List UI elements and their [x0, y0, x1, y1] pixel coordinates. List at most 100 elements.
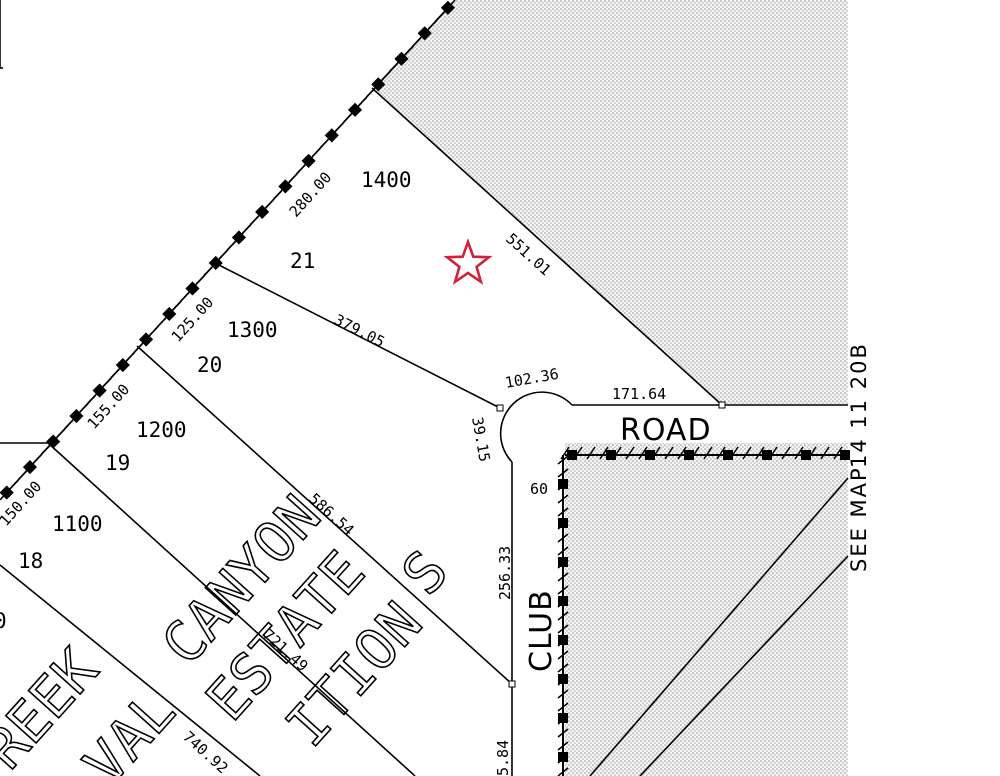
- parcel-number-1300: 1300: [227, 318, 278, 342]
- fence-square: [567, 450, 577, 460]
- lot-number-20: 20: [197, 353, 222, 377]
- dim-171: 171.64: [612, 385, 666, 403]
- map-reference-number: 14 11 20B: [847, 342, 871, 468]
- fence-tick: [381, 71, 391, 81]
- fence-diamond: [278, 179, 293, 194]
- fence-hatch: [557, 611, 569, 621]
- monument-marker-3: [508, 680, 516, 688]
- parcel-number-partial: 0: [0, 609, 7, 633]
- fence-tick: [9, 479, 20, 489]
- fence-diamond: [69, 408, 84, 424]
- fence-hatch: [833, 446, 843, 460]
- fence-hatch: [557, 741, 569, 751]
- fence-tick: [288, 173, 298, 183]
- dim-125: 125.00: [168, 293, 218, 345]
- fence-tick: [249, 215, 259, 225]
- fence-tick: [242, 224, 252, 234]
- map-reference-see-map: SEE MAP: [847, 466, 871, 572]
- fence-tick: [79, 403, 89, 413]
- fence-hatch: [557, 650, 569, 660]
- fence-tick: [156, 317, 167, 328]
- fence-hatch: [557, 663, 569, 673]
- street-name-club: CLUB: [524, 589, 559, 672]
- shaded-area-north: [372, 0, 848, 405]
- dim-60: 60: [530, 480, 548, 498]
- fence-tick: [412, 37, 422, 47]
- line-586: [136, 345, 513, 685]
- fence-square: [762, 450, 772, 460]
- fence-tick: [203, 266, 213, 276]
- fence-square: [801, 450, 811, 460]
- fence-tick: [33, 454, 43, 464]
- fence-diamond: [301, 153, 316, 168]
- fence-square: [558, 635, 568, 645]
- fence-marks-club: [557, 455, 569, 776]
- fence-hatch: [820, 446, 830, 460]
- fence-hatch: [557, 507, 569, 517]
- fence-diamond: [255, 204, 270, 219]
- fence-tick: [195, 275, 205, 285]
- fence-square: [558, 713, 568, 723]
- fence-square: [558, 557, 568, 567]
- fence-hatch: [677, 446, 687, 460]
- fence-diamond: [22, 460, 38, 475]
- fence-square: [684, 450, 694, 460]
- fence-hatch: [586, 446, 596, 460]
- fence-diamond: [347, 102, 363, 117]
- fence-tick: [358, 96, 368, 106]
- line-740: [0, 564, 261, 776]
- fence-tick: [226, 241, 236, 251]
- fence-hatch: [716, 446, 726, 460]
- subdivision-suffix: S: [390, 539, 461, 608]
- fence-square: [558, 674, 568, 684]
- fence-hatch: [703, 446, 713, 460]
- fence-tick: [427, 20, 437, 30]
- fence-tick: [342, 113, 352, 123]
- diag-se-2: [639, 555, 849, 776]
- fence-square: [558, 752, 568, 762]
- dim-379: 379.05: [331, 311, 387, 352]
- fence-hatch: [599, 446, 609, 460]
- fence-tick: [273, 190, 283, 200]
- fence-marks-northwest: [0, 0, 455, 500]
- fence-square: [723, 450, 733, 460]
- street-name-road: ROAD: [620, 413, 712, 448]
- fence-diamond: [162, 306, 177, 322]
- fence-tick: [435, 11, 445, 21]
- lot-number-21: 21: [290, 249, 315, 273]
- fence-hatch: [557, 767, 569, 776]
- fence-diamond: [417, 26, 432, 41]
- fence-hatch: [794, 446, 804, 460]
- dim-155: 155.00: [84, 380, 134, 432]
- fence-hatch: [557, 689, 569, 699]
- fence-tick: [17, 471, 27, 481]
- fence-tick: [335, 122, 345, 132]
- monument-marker-2: [496, 404, 504, 412]
- dim-39: 39.15: [468, 416, 494, 464]
- fence-diamond: [440, 0, 455, 15]
- star-icon[interactable]: [443, 238, 493, 285]
- fence-tick: [218, 249, 228, 259]
- fence-diamond: [185, 281, 200, 296]
- fence-tick: [265, 198, 275, 208]
- fence-tick: [149, 326, 159, 336]
- line-551: [371, 87, 723, 406]
- fence-hatch: [557, 546, 569, 556]
- fence-diamond: [92, 383, 107, 398]
- fence-tick: [110, 368, 120, 379]
- fence-tick: [311, 147, 321, 157]
- parcel-number-1100: 1100: [52, 512, 103, 536]
- line-721: [47, 442, 416, 776]
- fence-tick: [365, 88, 376, 98]
- lot-number-19: 19: [105, 451, 130, 475]
- fence-hatch: [557, 624, 569, 634]
- fence-tick: [404, 45, 414, 55]
- fence-tick: [87, 394, 97, 404]
- fence-square: [558, 479, 568, 489]
- fence-marks-road: [560, 446, 850, 460]
- dim-102: 102.36: [504, 365, 560, 392]
- fence-hatch: [557, 494, 569, 504]
- fence-tick: [319, 139, 329, 149]
- dim-150: 150.00: [0, 477, 45, 529]
- fence-tick: [296, 164, 306, 174]
